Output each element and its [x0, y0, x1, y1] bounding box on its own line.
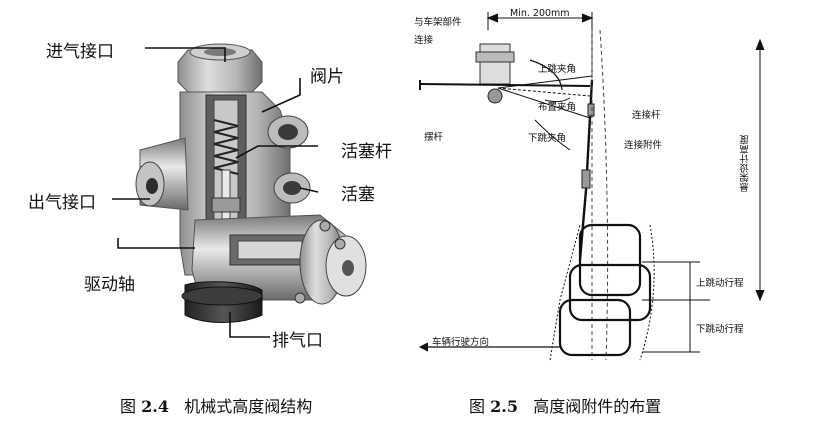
valve-unit [479, 43, 511, 85]
label-min-distance: Min. 200mm [510, 8, 570, 19]
lower-travel-line [686, 300, 694, 353]
linkage-diagram [418, 12, 765, 361]
valve-illustration [112, 43, 367, 338]
link-rod [578, 79, 594, 261]
label-exhaust: 排气口 [272, 331, 323, 351]
label-link-rod: 连接杆 [632, 110, 661, 121]
label-frame-connect-1: 与车架部件 [414, 17, 462, 28]
caption-left-text: 机械式高度阀结构 [184, 397, 313, 416]
caption-left: 图 2.4 机械式高度阀结构 [120, 393, 312, 417]
label-direction: 车辆行驶方向 [432, 337, 490, 348]
leader-lines [112, 47, 319, 338]
caption-right-text: 高度阀附件的布置 [533, 397, 662, 416]
label-drive-shaft: 驱动轴 [84, 275, 135, 295]
label-frame-connect-2: 连接 [414, 35, 434, 46]
mount-angle-ray [497, 87, 591, 97]
axle-bracket [558, 223, 652, 357]
label-mount-angle: 布置夹角 [538, 102, 577, 113]
label-swing-arm: 摆杆 [424, 132, 444, 143]
label-outlet: 出气接口 [28, 193, 96, 213]
label-piston-rod: 活塞杆 [341, 142, 392, 162]
caption-left-prefix: 图 [120, 397, 137, 416]
caption-right-number: 2.5 [490, 397, 518, 416]
label-inlet: 进气接口 [46, 42, 114, 62]
lower-angle-ray [497, 87, 591, 119]
caption-right-prefix: 图 [469, 397, 486, 416]
label-upper-angle: 上跳夹角 [538, 64, 577, 75]
upper-angle-ray [497, 75, 593, 89]
label-piston: 活塞 [341, 185, 375, 205]
caption-left-number: 2.4 [141, 397, 169, 416]
label-lower-angle: 下跳夹角 [528, 133, 567, 144]
label-lower-travel: 下跳动行程 [696, 324, 744, 335]
piston [211, 197, 241, 213]
label-suspension-height: 悬架设计高度 [740, 135, 751, 192]
upper-travel-line [686, 261, 694, 300]
label-link-attachment: 连接附件 [624, 140, 663, 151]
caption-right: 图 2.5 高度阀附件的布置 [469, 393, 661, 417]
spring [213, 119, 239, 175]
label-upper-travel: 上跳动行程 [696, 278, 744, 289]
label-valve-plate: 阀片 [310, 67, 344, 87]
swing-arm [419, 83, 591, 87]
